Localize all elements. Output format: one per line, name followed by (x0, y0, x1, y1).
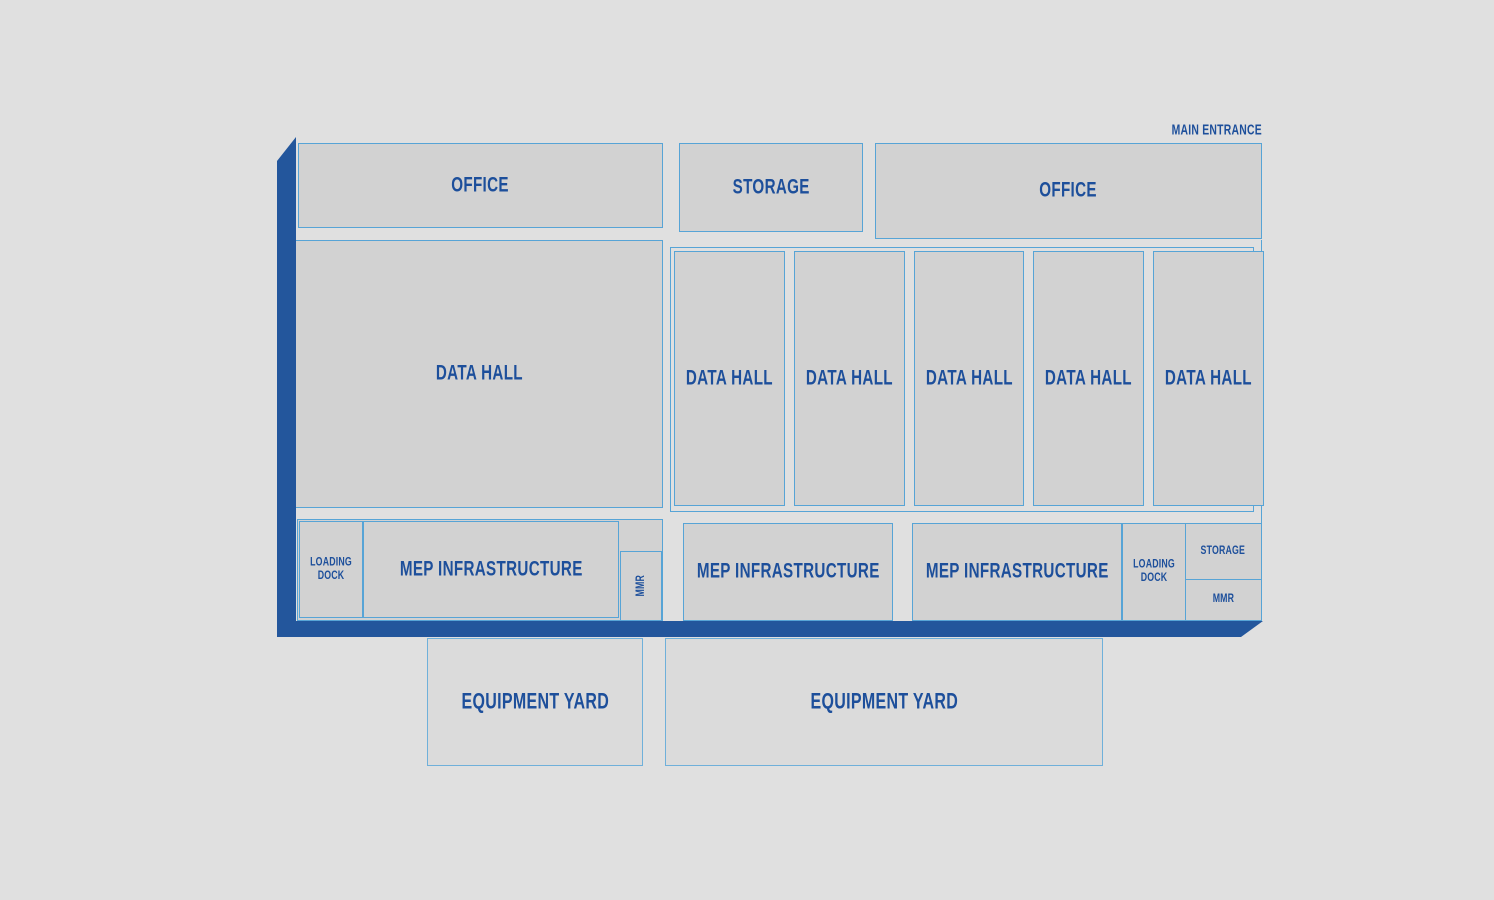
room-data-hall-3-label: DATA HALL (925, 366, 1013, 390)
equipment-yard-1: EQUIPMENT YARD (427, 638, 643, 766)
room-data-hall-1: DATA HALL (674, 251, 785, 506)
room-office-left: OFFICE (298, 143, 663, 228)
room-data-hall-1-label: DATA HALL (685, 366, 773, 390)
building-frame-shape (277, 137, 1263, 637)
room-data-hall-large: DATA HALL (295, 240, 663, 508)
room-data-hall-3: DATA HALL (913, 251, 1025, 506)
room-data-hall-2-label: DATA HALL (805, 366, 893, 390)
room-mep-infrastructure-3-label: MEP INFRASTRUCTURE (925, 559, 1109, 584)
room-mep-infrastructure-1-label: MEP INFRASTRUCTURE (399, 557, 583, 581)
room-mmr-right: MMR (1184, 578, 1262, 621)
room-storage-top-label: STORAGE (732, 175, 810, 199)
data-hall-row: DATA HALL DATA HALL DATA HALL DATA HALL … (670, 247, 1264, 512)
equipment-yard-2-label: EQUIPMENT YARD (810, 689, 958, 714)
room-office-left-label: OFFICE (451, 173, 510, 197)
room-mep-infrastructure-2: MEP INFRASTRUCTURE (683, 523, 893, 621)
room-mep-infrastructure-1: MEP INFRASTRUCTURE (363, 521, 619, 618)
room-loading-dock-right-label: LOADING DOCK (1133, 558, 1175, 585)
room-mep-infrastructure-2-label: MEP INFRASTRUCTURE (696, 559, 880, 584)
room-mep-infrastructure-3: MEP INFRASTRUCTURE (912, 523, 1122, 621)
room-data-hall-4: DATA HALL (1033, 251, 1145, 506)
room-data-hall-large-label: DATA HALL (435, 361, 523, 386)
room-data-hall-4-label: DATA HALL (1045, 366, 1133, 390)
room-storage-top: STORAGE (679, 143, 863, 232)
room-loading-dock-right: LOADING DOCK (1122, 523, 1186, 621)
room-loading-dock-left-label: LOADING DOCK (310, 555, 352, 582)
room-data-hall-2: DATA HALL (793, 251, 905, 506)
room-mmr-right-label: MMR (1212, 592, 1234, 606)
equipment-yard-2: EQUIPMENT YARD (665, 638, 1103, 766)
room-office-right: OFFICE (875, 143, 1262, 239)
equipment-yard-1-label: EQUIPMENT YARD (461, 689, 609, 714)
room-data-hall-5-label: DATA HALL (1165, 366, 1253, 390)
room-loading-dock-left: LOADING DOCK (299, 521, 363, 618)
room-data-hall-5: DATA HALL (1153, 251, 1264, 506)
main-entrance-text: MAIN ENTRANCE (1171, 121, 1262, 138)
room-mmr-left: MMR (620, 551, 662, 621)
room-storage-right-label: STORAGE (1200, 544, 1246, 558)
room-office-right-label: OFFICE (1039, 178, 1098, 203)
main-entrance-label: MAIN ENTRANCE (1149, 121, 1262, 139)
